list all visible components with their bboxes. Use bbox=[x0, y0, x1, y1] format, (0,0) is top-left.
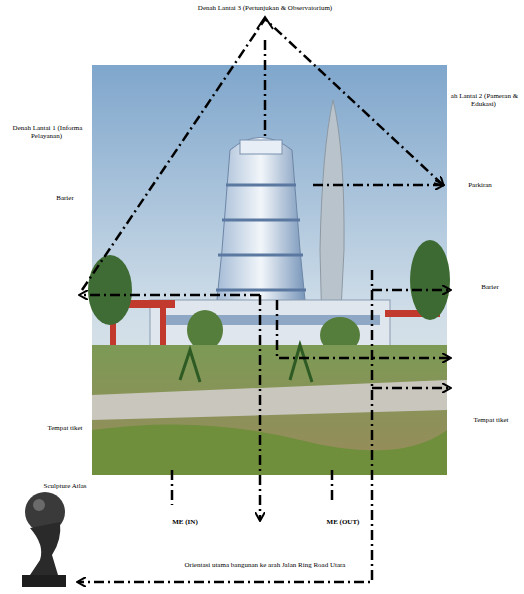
zone-label-box: Barier bbox=[40, 194, 90, 202]
zone-label-box: Parkiran bbox=[455, 181, 505, 189]
entrance-label-box: ME (IN) bbox=[160, 518, 210, 526]
plan-title: Denah Lantai 3 (Pertunjukan & Observator… bbox=[197, 4, 333, 12]
plan-title-box: Denah Lantai 3 (Pertunjukan & Observator… bbox=[130, 4, 400, 12]
exit-label-box: ME (OUT) bbox=[318, 518, 368, 526]
zone-label: Tempat tiket bbox=[472, 416, 509, 424]
sculpture-label-box: Sculpture Atlas bbox=[25, 482, 105, 490]
zone-label-box: Tempat tiket bbox=[35, 424, 95, 432]
exit-label: ME (OUT) bbox=[326, 518, 361, 526]
zone-label-box: Barier bbox=[465, 283, 515, 291]
zone-label: Tempat tiket bbox=[46, 424, 83, 432]
floor-label: ah Lantai 2 (Pameran & Edukasi) bbox=[450, 92, 518, 108]
orientation-note-box: Orientasi utama bangunan ke arah Jalan R… bbox=[175, 561, 355, 569]
zone-label: Parkiran bbox=[467, 181, 493, 189]
entrance-label: ME (IN) bbox=[171, 518, 198, 526]
zone-label: Barier bbox=[55, 194, 75, 202]
sculpture-label: Sculpture Atlas bbox=[43, 482, 88, 490]
floor-label-box: ah Lantai 2 (Pameran & Edukasi) bbox=[446, 92, 522, 108]
floor-label-box: Denah Lantai 1 (Informa Pelayanan) bbox=[6, 124, 88, 140]
floor-label: Denah Lantai 1 (Informa Pelayanan) bbox=[12, 124, 83, 140]
zone-label-box: Tempat tiket bbox=[462, 416, 520, 424]
orientation-note: Orientasi utama bangunan ke arah Jalan R… bbox=[184, 561, 347, 569]
zone-label: Barier bbox=[480, 283, 500, 291]
